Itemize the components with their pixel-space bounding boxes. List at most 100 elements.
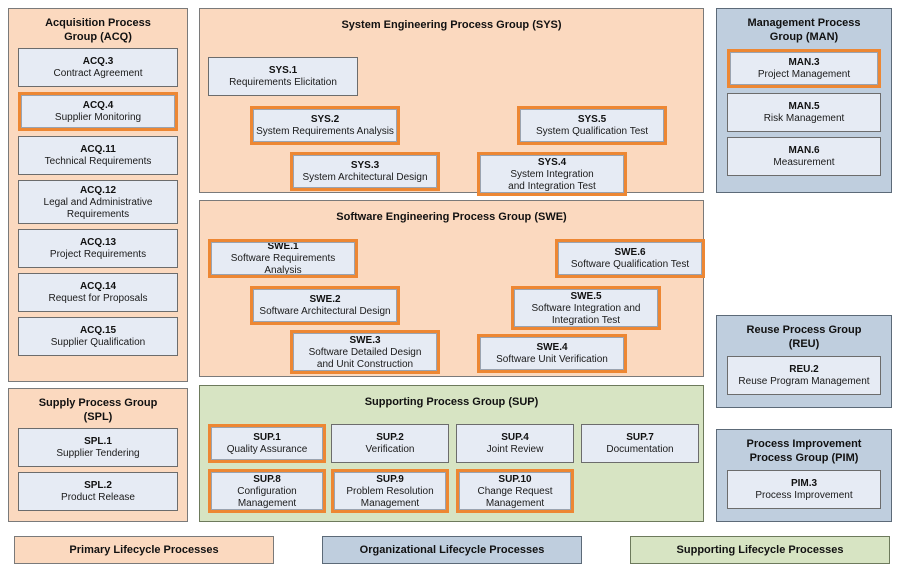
process-id: SUP.10	[498, 473, 532, 485]
group-pim: Process Improvement Process Group (PIM) …	[716, 429, 892, 522]
process-name: Project Management	[757, 69, 851, 80]
process-name: Legal and Administrative Requirements	[43, 196, 153, 220]
process-box-acq-12[interactable]: ACQ.12 Legal and Administrative Requirem…	[18, 180, 178, 224]
group-reu-process-list: REU.2 Reuse Program Management	[717, 351, 891, 395]
process-name: Verification	[365, 444, 415, 455]
process-name: Configuration Management	[237, 485, 297, 509]
process-name: Problem Resolution Management	[346, 485, 434, 509]
process-id: ACQ.13	[79, 237, 117, 248]
process-name: Measurement	[773, 157, 835, 168]
process-id: MAN.6	[788, 145, 820, 156]
process-name: Supplier Tendering	[56, 448, 140, 459]
process-name: Contract Agreement	[53, 68, 143, 79]
process-box-sup-7[interactable]: SUP.7 Documentation	[581, 424, 699, 463]
process-box-sys-4[interactable]: SYS.4 System Integration and Integration…	[477, 152, 627, 196]
process-box-reu-2[interactable]: REU.2 Reuse Program Management	[727, 356, 881, 395]
process-id: SYS.1	[268, 65, 298, 76]
group-acq-title: Acquisition Process Group (ACQ)	[45, 17, 151, 43]
process-name: Software Requirements Analysis	[230, 253, 336, 276]
process-name: Project Requirements	[49, 249, 147, 260]
group-sys-title: System Engineering Process Group (SYS)	[341, 19, 562, 31]
group-acq-process-list: ACQ.3 Contract Agreement ACQ.4 Supplier …	[9, 44, 187, 356]
process-id: SUP.1	[253, 432, 281, 443]
group-sys: System Engineering Process Group (SYS) S…	[199, 8, 704, 196]
group-spl: Supply Process Group (SPL) SPL.1 Supplie…	[8, 388, 188, 522]
process-box-acq-14[interactable]: ACQ.14 Request for Proposals	[18, 273, 178, 312]
process-box-acq-13[interactable]: ACQ.13 Project Requirements	[18, 229, 178, 268]
process-name: Software Detailed Design and Unit Constr…	[308, 346, 422, 370]
process-id: SWE.2	[309, 294, 341, 305]
process-box-swe-4[interactable]: SWE.4 Software Unit Verification	[477, 334, 627, 373]
process-box-sup-8[interactable]: SUP.8 Configuration Management	[208, 469, 326, 513]
process-id: SUP.9	[376, 473, 404, 485]
process-id: ACQ.12	[79, 184, 117, 196]
process-id: SUP.7	[626, 432, 654, 443]
process-name: Quality Assurance	[226, 444, 308, 455]
process-box-sup-4[interactable]: SUP.4 Joint Review	[456, 424, 574, 463]
process-box-sup-1[interactable]: SUP.1 Quality Assurance	[208, 424, 326, 463]
process-box-swe-1[interactable]: SWE.1 Software Requirements Analysis	[208, 239, 358, 278]
process-box-sys-1[interactable]: SYS.1 Requirements Elicitation	[208, 57, 358, 96]
process-box-man-5[interactable]: MAN.5 Risk Management	[727, 93, 881, 132]
process-id: SUP.2	[376, 432, 404, 443]
group-man-process-list: MAN.3 Project Management MAN.5 Risk Mana…	[717, 44, 891, 176]
process-name: Requirements Elicitation	[229, 77, 337, 88]
process-box-sys-2[interactable]: SYS.2 System Requirements Analysis	[250, 106, 400, 145]
process-box-pim-3[interactable]: PIM.3 Process Improvement	[727, 470, 881, 509]
process-id: SPL.2	[84, 480, 112, 491]
legend-label: Supporting Lifecycle Processes	[676, 544, 844, 556]
legend-primary-lifecycle: Primary Lifecycle Processes	[14, 536, 274, 564]
process-box-sup-2[interactable]: SUP.2 Verification	[331, 424, 449, 463]
group-reu-title: Reuse Process Group (REU)	[746, 324, 862, 350]
group-spl-process-list: SPL.1 Supplier Tendering SPL.2 Product R…	[9, 424, 187, 511]
process-name: Joint Review	[486, 444, 544, 455]
process-box-spl-2[interactable]: SPL.2 Product Release	[18, 472, 178, 511]
process-id: ACQ.4	[82, 100, 114, 111]
legend-organizational-lifecycle: Organizational Lifecycle Processes	[322, 536, 582, 564]
group-spl-title: Supply Process Group (SPL)	[38, 397, 158, 423]
process-name: Reuse Program Management	[738, 376, 870, 387]
process-name: Documentation	[606, 444, 674, 455]
process-name: Supplier Qualification	[50, 337, 146, 348]
process-box-sup-10[interactable]: SUP.10 Change Request Management	[456, 469, 574, 513]
process-box-acq-3[interactable]: ACQ.3 Contract Agreement	[18, 48, 178, 87]
process-box-swe-5[interactable]: SWE.5 Software Integration and Integrati…	[511, 286, 661, 330]
process-box-sys-3[interactable]: SYS.3 System Architectural Design	[290, 152, 440, 191]
process-box-swe-3[interactable]: SWE.3 Software Detailed Design and Unit …	[290, 330, 440, 374]
process-box-swe-6[interactable]: SWE.6 Software Qualification Test	[555, 239, 705, 278]
process-name: Software Unit Verification	[496, 354, 608, 365]
process-box-acq-4[interactable]: ACQ.4 Supplier Monitoring	[18, 92, 178, 131]
group-sup-title: Supporting Process Group (SUP)	[364, 396, 539, 408]
process-name: Software Integration and Integration Tes…	[531, 302, 641, 326]
group-man-title: Management Process Group (MAN)	[747, 17, 861, 43]
process-box-sup-9[interactable]: SUP.9 Problem Resolution Management	[331, 469, 449, 513]
process-box-acq-15[interactable]: ACQ.15 Supplier Qualification	[18, 317, 178, 356]
process-id: MAN.5	[788, 101, 820, 112]
process-name: Change Request Management	[477, 485, 553, 509]
group-reu: Reuse Process Group (REU) REU.2 Reuse Pr…	[716, 315, 892, 408]
process-id: ACQ.11	[80, 144, 116, 155]
legend-supporting-lifecycle: Supporting Lifecycle Processes	[630, 536, 890, 564]
process-id: SWE.3	[349, 334, 381, 346]
process-id: ACQ.15	[79, 325, 117, 336]
process-name: System Qualification Test	[535, 126, 649, 137]
group-acq: Acquisition Process Group (ACQ) ACQ.3 Co…	[8, 8, 188, 382]
legend-label: Primary Lifecycle Processes	[69, 544, 219, 556]
process-name: Product Release	[61, 492, 135, 503]
process-box-swe-2[interactable]: SWE.2 Software Architectural Design	[250, 286, 400, 325]
process-box-man-3[interactable]: MAN.3 Project Management	[727, 49, 881, 88]
process-id: SWE.1	[267, 241, 299, 252]
process-id: SPL.1	[84, 436, 112, 447]
process-box-sys-5[interactable]: SYS.5 System Qualification Test	[517, 106, 667, 145]
process-box-acq-11[interactable]: ACQ.11 Technical Requirements	[18, 136, 178, 175]
process-id: SUP.8	[253, 473, 281, 485]
process-name: System Architectural Design	[302, 172, 428, 183]
process-id: SYS.3	[350, 160, 380, 171]
process-id: SYS.5	[577, 114, 607, 125]
process-box-man-6[interactable]: MAN.6 Measurement	[727, 137, 881, 176]
process-box-spl-1[interactable]: SPL.1 Supplier Tendering	[18, 428, 178, 467]
process-name: Supplier Monitoring	[54, 112, 142, 123]
process-id: MAN.3	[788, 57, 820, 68]
process-id: ACQ.3	[82, 56, 114, 67]
